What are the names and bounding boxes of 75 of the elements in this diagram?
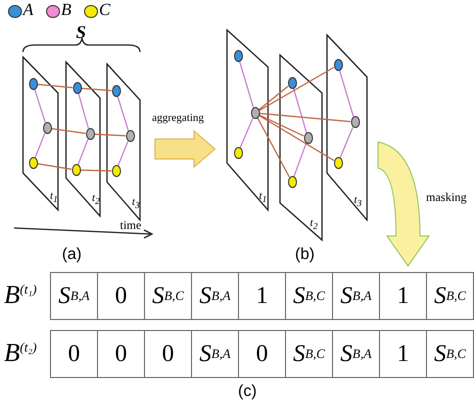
plane xyxy=(66,62,100,216)
connector-line xyxy=(51,128,86,134)
plane xyxy=(107,64,140,220)
connector-line xyxy=(258,114,334,162)
graph-vertex xyxy=(112,165,120,177)
panel-label: (b) xyxy=(295,246,315,264)
connector-line xyxy=(34,133,46,158)
block-arrow xyxy=(154,130,216,168)
row-label: B$^{(t₂)}$ xyxy=(4,338,37,368)
table-cell: 0 xyxy=(238,330,286,378)
axis-label: time xyxy=(120,218,142,233)
row-label: B$^{(t₁)}$ xyxy=(4,280,37,310)
plane xyxy=(280,55,322,240)
block-arrow xyxy=(378,142,430,266)
connector-line xyxy=(340,127,354,158)
time-step-label: t$_{1}$ xyxy=(50,190,58,204)
connector-line xyxy=(293,88,307,133)
connector-line xyxy=(80,170,112,172)
table-cell: 0 xyxy=(144,330,192,378)
panel-label: (a) xyxy=(62,246,82,264)
connector-line xyxy=(81,88,112,92)
time-step-label: t$_{2}$ xyxy=(310,217,318,232)
graph-vertex xyxy=(72,164,80,176)
table-cell: 1 xyxy=(238,272,286,320)
graph-vertex xyxy=(288,77,296,89)
panel-label: (c) xyxy=(238,383,257,401)
connector-line xyxy=(117,96,129,131)
time-step-label: t$_{2}$ xyxy=(92,192,100,206)
time-step-label: t$_{3}$ xyxy=(354,194,362,208)
connector-line xyxy=(259,112,351,122)
graph-vertex xyxy=(28,78,38,90)
graph-vertex xyxy=(334,157,342,169)
connector-line xyxy=(293,143,307,177)
time-step-label: t$_{1}$ xyxy=(259,190,267,204)
legend-label: B xyxy=(61,0,72,20)
legend-label: C xyxy=(99,0,110,20)
graph-vertex xyxy=(42,122,52,134)
graph-vertex xyxy=(72,82,82,94)
connector-line xyxy=(257,118,290,178)
connector-line xyxy=(37,84,73,88)
connector-line xyxy=(258,66,334,112)
connector-line xyxy=(78,139,88,165)
graph-vertex xyxy=(350,116,360,128)
connector-line xyxy=(118,141,128,166)
connector-line xyxy=(240,118,254,148)
connector-line xyxy=(78,93,89,129)
graph-vertex xyxy=(304,132,312,144)
connector-line xyxy=(37,163,72,170)
graph-vertex xyxy=(86,128,94,140)
table-cell: 1 xyxy=(379,272,427,320)
set-symbol: S xyxy=(76,22,86,43)
connector-line xyxy=(258,114,304,137)
graph-vertex xyxy=(112,85,120,97)
plane xyxy=(23,57,58,210)
time-step-label: t$_{3}$ xyxy=(132,196,140,210)
connector-line xyxy=(94,134,126,136)
legend-label: A xyxy=(23,0,34,20)
table-cell: 1 xyxy=(379,330,427,378)
graph-vertex xyxy=(250,107,260,119)
graph-vertex xyxy=(234,147,242,159)
graph-vertex xyxy=(28,157,38,169)
graph-vertex xyxy=(288,176,296,188)
connector-line xyxy=(258,86,289,110)
table-cell: 0 xyxy=(97,272,145,320)
edge-label: aggregating xyxy=(152,112,204,124)
plane xyxy=(227,30,268,210)
graph-vertex xyxy=(126,130,134,142)
connector-line xyxy=(339,70,354,117)
graph-vertex xyxy=(334,59,342,71)
edge-label: masking xyxy=(426,190,467,205)
graph-vertex xyxy=(234,50,242,62)
table-cell: 0 xyxy=(97,330,145,378)
connector-line xyxy=(34,89,46,123)
plane xyxy=(327,35,367,220)
table-cell: 0 xyxy=(50,330,98,378)
